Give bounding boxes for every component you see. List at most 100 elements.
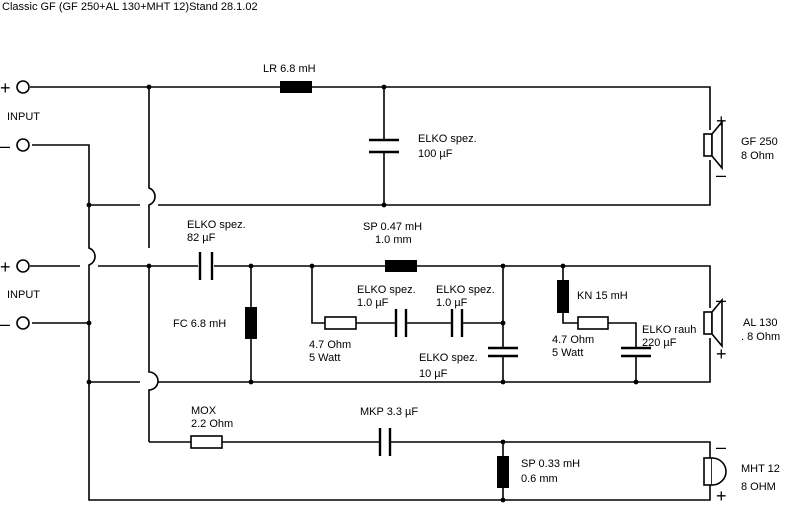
capacitor-notch-1-value: 1.0 µF <box>357 297 389 309</box>
speaker-gf250-name: GF 250 <box>741 136 778 148</box>
speaker-al130-cone <box>711 297 723 349</box>
inductor-sp-mht-label: SP 0.33 mH <box>521 458 580 470</box>
inductor-lr: LR 6.8 mH <box>263 63 316 93</box>
speaker-al130: – + AL 130 . 8 Ohm <box>703 290 780 364</box>
input-1-plus-terminal[interactable] <box>16 80 30 94</box>
inductor-sp-al: SP 0.47 mH 1.0 mm <box>363 221 422 272</box>
resistor-al-2: 4.7 Ohm 5 Watt <box>552 316 609 359</box>
junction-dot <box>381 84 387 90</box>
wire-al-hot <box>214 265 711 308</box>
capacitor-al-series: ELKO spez. 82 µF <box>187 219 246 280</box>
junction-dot <box>560 263 566 269</box>
speaker-gf250-minus: – <box>716 165 726 185</box>
junction-dot <box>381 202 387 208</box>
inductor-sp-mht: SP 0.33 mH 0.6 mm <box>497 456 580 488</box>
speaker-gf250-plus: + <box>716 111 727 131</box>
inductor-fc-body <box>245 307 257 339</box>
inductor-sp-al-value: 1.0 mm <box>375 234 412 246</box>
inductor-sp-al-label: SP 0.47 mH <box>363 221 422 233</box>
inductor-kn: KN 15 mH <box>557 280 628 313</box>
inductor-kn-label: KN 15 mH <box>577 290 628 302</box>
resistor-al-1-label: 4.7 Ohm <box>309 339 351 351</box>
capacitor-rauh: ELKO rauh 220 µF <box>621 324 696 358</box>
resistor-al-1: 4.7 Ohm 5 Watt <box>309 316 357 364</box>
input-1-minus-terminal[interactable] <box>16 138 30 152</box>
junction-dot <box>146 263 152 269</box>
resistor-al-1-value: 5 Watt <box>309 352 340 364</box>
input-2-label: INPUT <box>7 289 40 301</box>
speaker-gf250-impedance: 8 Ohm <box>741 150 774 162</box>
input-2: + INPUT – <box>0 257 40 334</box>
junction-dot <box>248 263 254 269</box>
input-2-minus-sign: – <box>0 314 10 334</box>
wiring <box>30 86 711 501</box>
input-2-minus-terminal[interactable] <box>16 316 30 330</box>
junction-dot <box>86 379 92 385</box>
capacitor-shunt: ELKO spez. 10 µF <box>419 346 518 380</box>
junction-dot <box>500 263 506 269</box>
input-2-plus-terminal[interactable] <box>16 259 30 273</box>
speaker-mht12-impedance: 8 OHM <box>741 481 776 493</box>
junction-dot <box>500 497 506 503</box>
speaker-al130-impedance: . 8 Ohm <box>741 331 780 343</box>
junction-dot <box>86 202 92 208</box>
capacitor-gf: ELKO spez. 100 µF <box>369 133 477 160</box>
inductor-sp-mht-body <box>497 456 509 488</box>
input-1-plus-sign: + <box>0 78 11 98</box>
speaker-mht12-plus: + <box>716 486 727 506</box>
inductor-sp-mht-value: 0.6 mm <box>521 473 558 485</box>
capacitor-mkp: MKP 3.3 µF <box>360 406 418 456</box>
wire-gf-return <box>158 160 711 206</box>
junction-dot <box>86 320 92 326</box>
speaker-mht12-name: MHT 12 <box>741 463 780 475</box>
capacitor-rauh-label: ELKO rauh <box>642 324 696 336</box>
capacitor-notch-2: ELKO spez. 1.0 µF <box>436 284 495 337</box>
capacitor-shunt-value: 10 µF <box>419 368 448 380</box>
speaker-mht12-magnet <box>703 457 713 486</box>
speaker-mht12-dome <box>711 457 727 486</box>
speaker-mht12: – + MHT 12 8 OHM <box>703 437 780 506</box>
inductor-kn-body <box>557 280 569 313</box>
junction-dot <box>500 439 506 445</box>
inductor-lr-body <box>280 81 312 93</box>
wire-rail-hot-lower <box>148 265 159 442</box>
speaker-gf250: + – GF 250 8 Ohm <box>703 111 778 185</box>
speaker-al130-magnet <box>703 311 713 335</box>
junction-dot <box>633 379 639 385</box>
capacitor-al-series-value: 82 µF <box>187 232 216 244</box>
schematic-title: Classic GF (GF 250+AL 130+MHT 12)Stand 2… <box>2 1 258 13</box>
wire-mht-hot <box>149 441 711 458</box>
resistor-al-2-value: 5 Watt <box>552 347 583 359</box>
input-2-plus-sign: + <box>0 257 11 277</box>
capacitor-mkp-label: MKP 3.3 µF <box>360 406 418 418</box>
junction-dot <box>146 84 152 90</box>
wire-kn-branch <box>562 266 637 382</box>
inductor-lr-label: LR 6.8 mH <box>263 63 316 75</box>
speaker-al130-minus: – <box>716 290 726 310</box>
wire-input1-minus <box>32 144 140 206</box>
speaker-al130-plus: + <box>716 344 727 364</box>
resistor-mox-value: 2.2 Ohm <box>191 418 233 430</box>
input-1: + INPUT – <box>0 78 40 156</box>
capacitor-al-series-label: ELKO spez. <box>187 219 246 231</box>
inductor-fc-label: FC 6.8 mH <box>173 318 226 330</box>
junctions <box>86 84 639 503</box>
capacitor-shunt-label: ELKO spez. <box>419 352 478 364</box>
capacitor-notch-1: ELKO spez. 1.0 µF <box>357 284 416 337</box>
capacitor-notch-2-label: ELKO spez. <box>436 284 495 296</box>
junction-dot <box>248 379 254 385</box>
wire-top-hot <box>30 86 711 130</box>
junction-dot <box>500 320 506 326</box>
inductor-fc: FC 6.8 mH <box>173 307 257 339</box>
inductor-sp-al-body <box>385 260 417 272</box>
speaker-al130-name: AL 130 <box>743 317 777 329</box>
capacitor-notch-1-label: ELKO spez. <box>357 284 416 296</box>
junction-dot <box>500 379 506 385</box>
resistor-mox: MOX 2.2 Ohm <box>190 405 233 449</box>
capacitor-gf-value: 100 µF <box>418 148 453 160</box>
capacitor-rauh-value: 220 µF <box>642 337 677 349</box>
wire-al-return <box>89 338 711 383</box>
speaker-gf250-magnet <box>703 133 713 157</box>
capacitor-gf-label: ELKO spez. <box>418 133 477 145</box>
